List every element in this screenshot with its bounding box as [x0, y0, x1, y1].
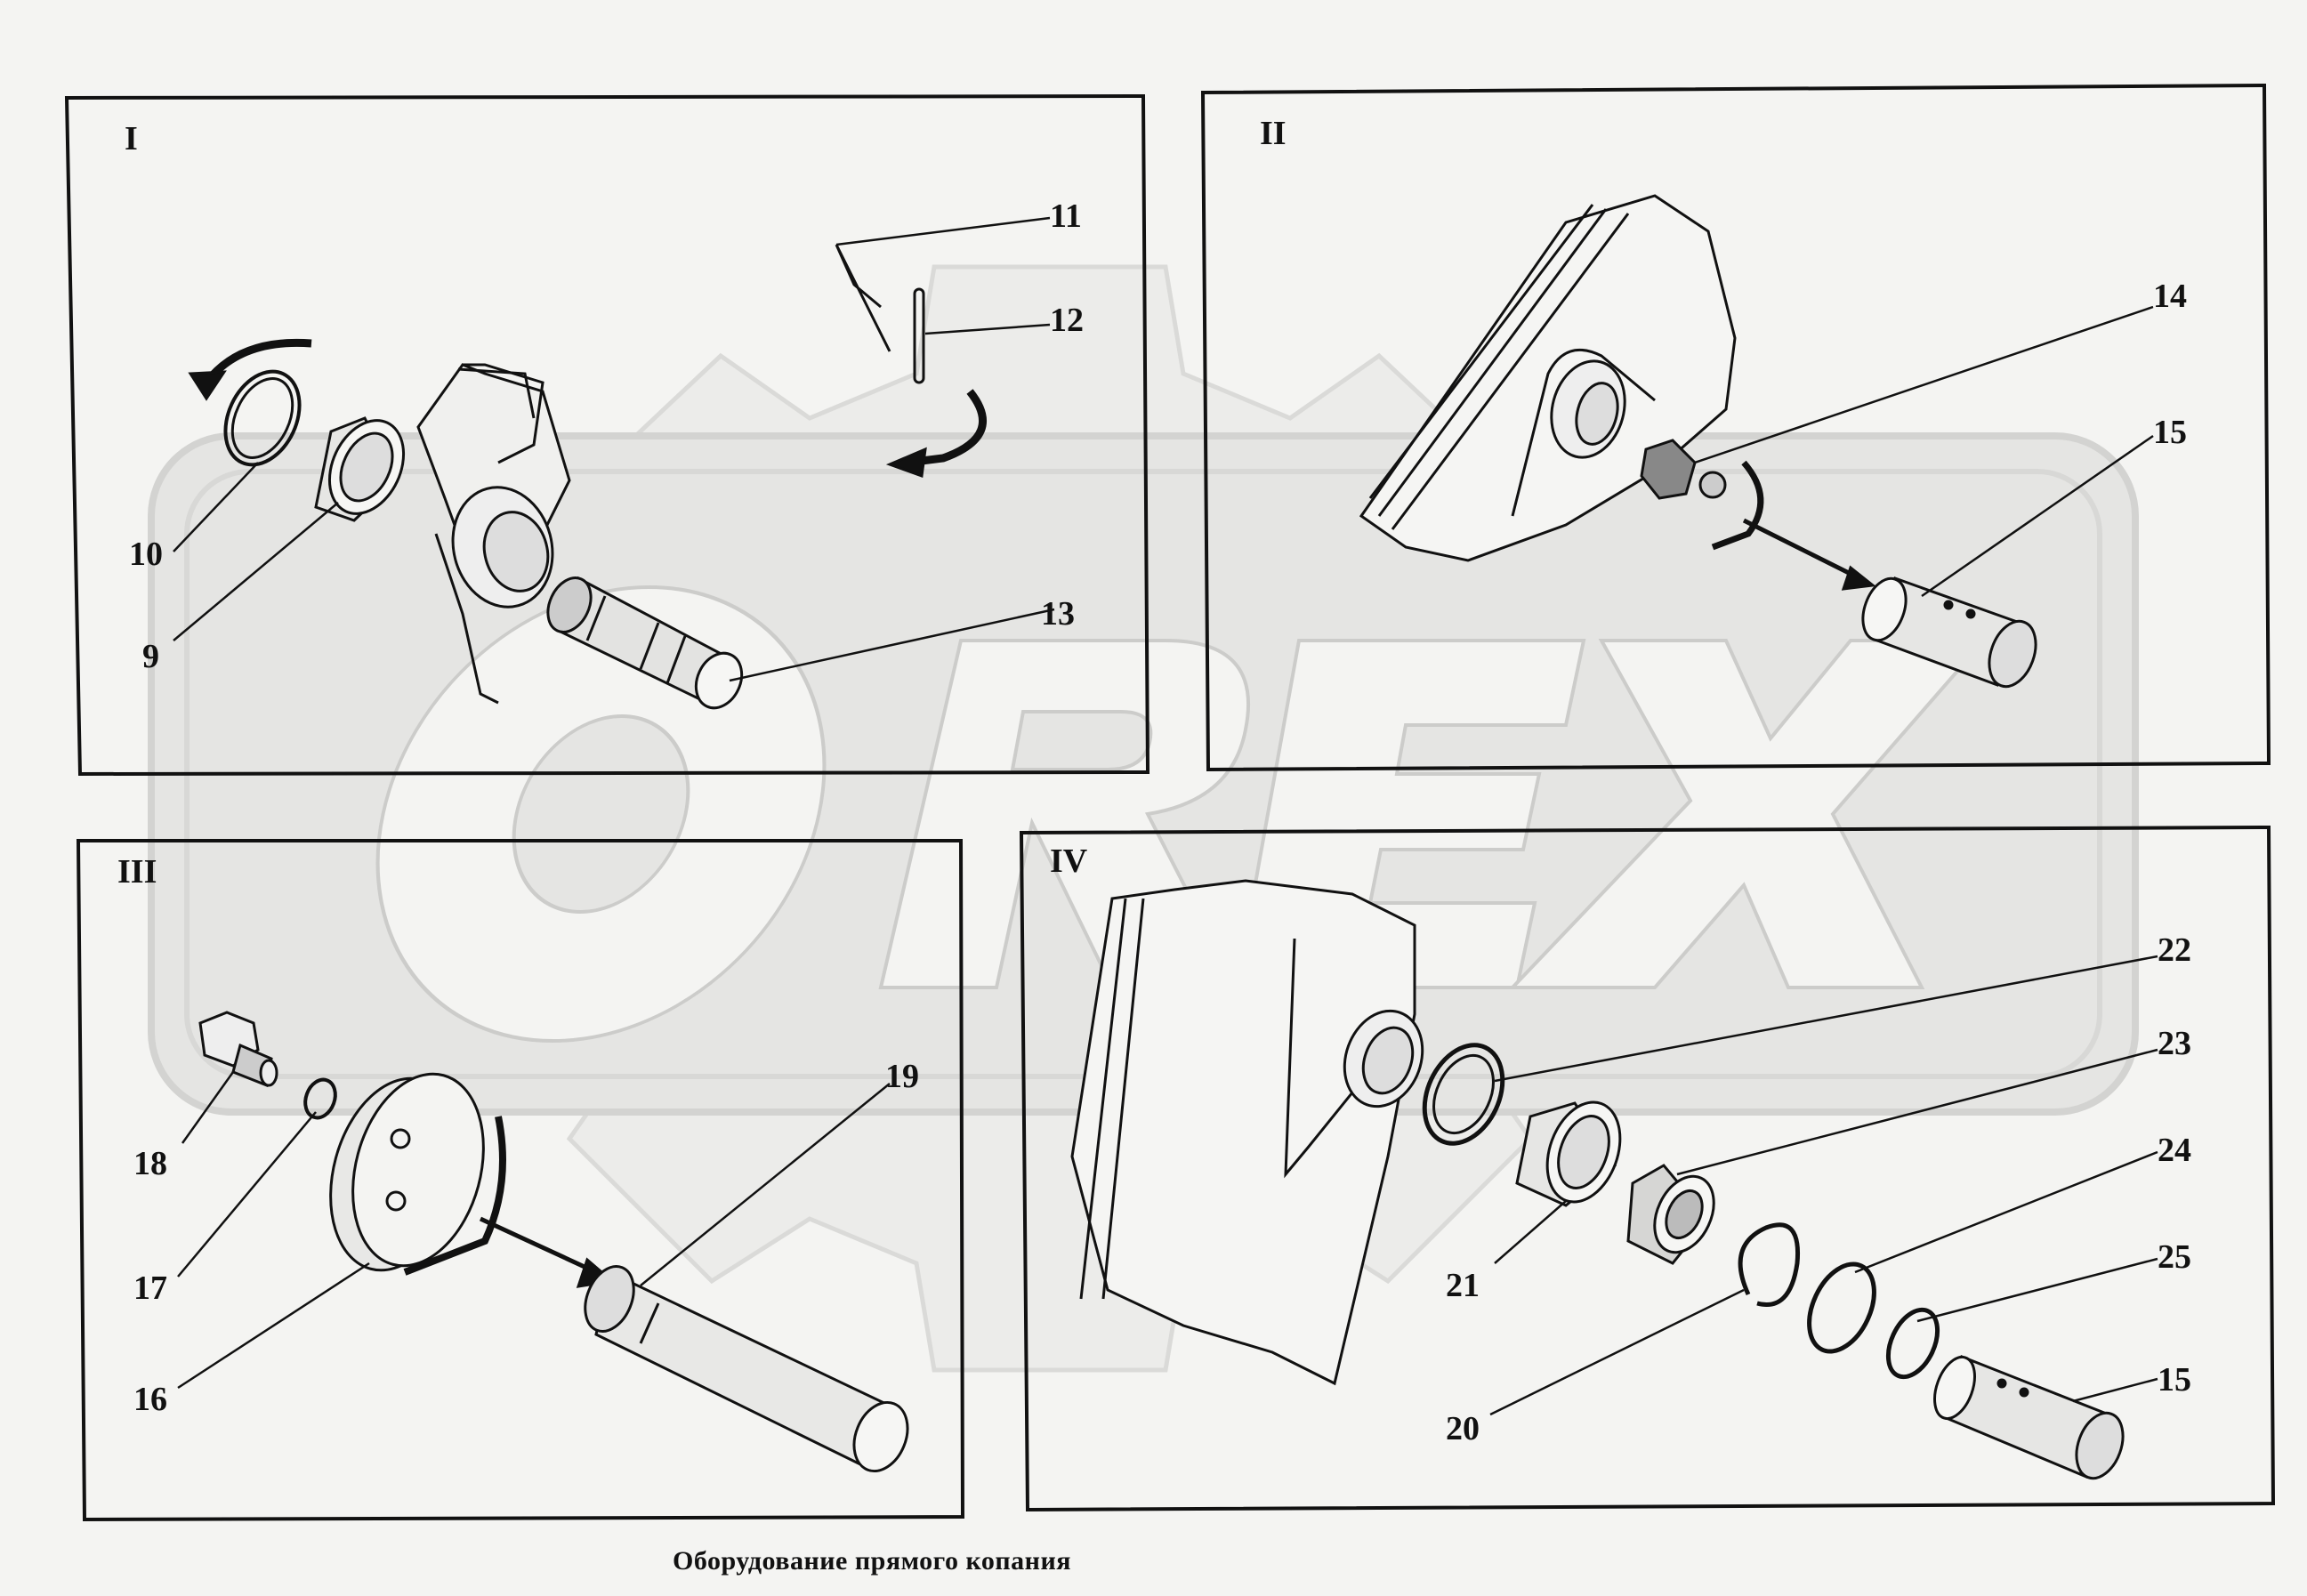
- leader-22: [1494, 955, 2158, 1083]
- panel-2-frame: [1200, 83, 2271, 772]
- grease-fitting-14: [1640, 439, 1727, 500]
- leader-15a: [1921, 434, 2154, 598]
- leader-19: [640, 1083, 891, 1286]
- lock-washer-17: [303, 1077, 337, 1120]
- bucket-side-4: [1070, 879, 1416, 1386]
- leader-23: [1676, 1048, 2158, 1176]
- leader-13: [729, 608, 1055, 682]
- watermark: [148, 264, 2139, 1373]
- leader-25: [1916, 1257, 2158, 1323]
- leader-14: [1694, 305, 2154, 464]
- retaining-ring-10: [223, 369, 302, 467]
- plate-16: [329, 1072, 485, 1272]
- callout-19: 19: [885, 1058, 919, 1095]
- callout-23: 23: [2158, 1025, 2191, 1062]
- pin-19: [594, 1270, 892, 1465]
- callout-16: 16: [133, 1381, 167, 1418]
- callout-9: 9: [142, 638, 159, 675]
- panel-3-frame: [76, 839, 965, 1522]
- leader-20: [1489, 1288, 1745, 1416]
- rotation-arrow-right-icon: [907, 389, 988, 467]
- leader-15b: [2072, 1377, 2158, 1403]
- leader-17: [177, 1111, 317, 1278]
- panel-3-drawing: [198, 1011, 909, 1473]
- callout-17: 17: [133, 1270, 167, 1307]
- callout-15a: 15: [2153, 414, 2187, 451]
- ring-24: [1807, 1261, 1876, 1354]
- panel-4-drawing: [1070, 879, 2125, 1480]
- cotter-pin-11: [835, 244, 891, 352]
- panel-2-drawing: [1359, 194, 2037, 689]
- seal-22: [1422, 1043, 1505, 1146]
- leader-18: [181, 1071, 235, 1144]
- bolt-18: [198, 1011, 278, 1088]
- snap-ring-20: [1738, 1222, 1801, 1307]
- callout-18: 18: [133, 1145, 167, 1182]
- panel-2-title: II: [1260, 115, 1287, 152]
- figure-caption: Оборудование прямого копания: [673, 1546, 1071, 1576]
- callout-14: 14: [2153, 278, 2187, 315]
- callout-21: 21: [1446, 1267, 1480, 1304]
- callout-12: 12: [1050, 302, 1084, 339]
- leader-21: [1494, 1200, 1567, 1264]
- leader-16: [177, 1261, 370, 1390]
- panel-4-frame: [1019, 825, 2276, 1512]
- callout-20: 20: [1446, 1410, 1480, 1447]
- callout-13: 13: [1041, 595, 1075, 633]
- panel-1-drawing: [188, 244, 988, 710]
- callout-11: 11: [1050, 197, 1082, 235]
- leader-9: [173, 502, 339, 641]
- callout-25: 25: [2158, 1238, 2191, 1276]
- panel-1-frame: [64, 93, 1150, 777]
- panel-3-title: III: [117, 853, 157, 891]
- leader-12: [924, 323, 1051, 335]
- leader-24: [1854, 1150, 2158, 1274]
- ring-25: [1885, 1307, 1940, 1380]
- callout-15b: 15: [2158, 1361, 2191, 1399]
- leader-11: [835, 216, 1051, 246]
- callout-22: 22: [2158, 931, 2191, 969]
- panel-1-title: I: [125, 120, 138, 157]
- callout-10: 10: [129, 536, 163, 573]
- cotter-pin-12: [913, 287, 925, 384]
- callout-24: 24: [2158, 1132, 2191, 1169]
- panel-4-title: IV: [1050, 842, 1088, 880]
- leader-10: [173, 462, 259, 552]
